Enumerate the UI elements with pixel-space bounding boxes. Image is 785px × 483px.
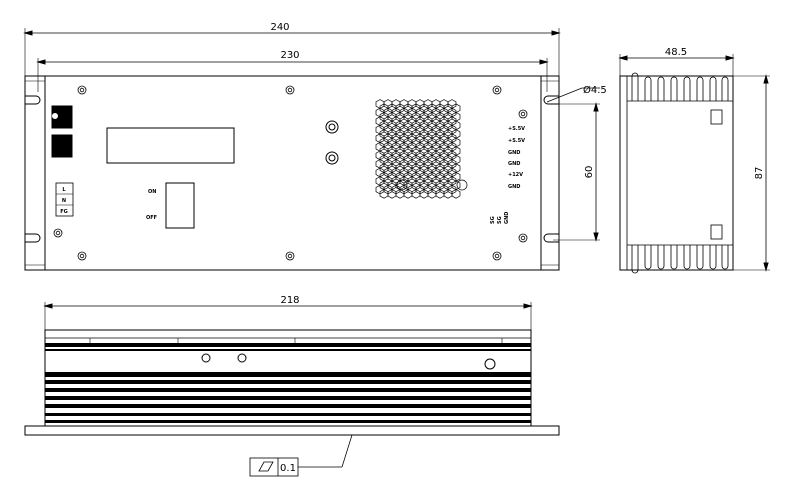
fin-band — [45, 404, 531, 408]
heatsink-fin — [683, 76, 691, 101]
fin-band — [45, 343, 531, 347]
heatsink-fin — [709, 245, 717, 270]
bottom-heatsink-fins — [45, 343, 531, 423]
fin-band — [45, 349, 531, 351]
input-label-l: L — [62, 187, 66, 193]
side-heatsink-fins-top — [631, 72, 729, 101]
dim-hole-diameter: Ø4.5 — [583, 84, 607, 96]
input-label-n: N — [62, 198, 66, 204]
switch-on-label: ON — [148, 189, 156, 195]
dim-hole-spacing: 230 — [280, 50, 299, 61]
fin-band — [45, 413, 531, 416]
bottom-hole-2 — [237, 353, 247, 363]
front-outer-frame — [24, 75, 560, 271]
heatsink-fin — [644, 76, 652, 101]
terminal-label: +S.5V — [508, 126, 525, 132]
input-terminal-box — [55, 182, 74, 217]
side-heatsink-fins-bottom — [631, 245, 729, 274]
heatsink-fin — [631, 245, 639, 274]
heatsink-fin — [721, 245, 729, 270]
slot-top-left — [25, 95, 41, 105]
dim-vertical-60: 60 — [584, 166, 595, 179]
switch-off-label: OFF — [146, 215, 157, 221]
slot-bottom-right — [543, 233, 559, 243]
terminal-label: GND — [508, 161, 520, 167]
heatsink-fin — [696, 76, 704, 101]
fin-band — [45, 380, 531, 384]
fin-band — [45, 396, 531, 400]
connector-block-top — [51, 105, 73, 129]
flatness-icon — [258, 461, 274, 472]
terminal-label: GND — [508, 184, 520, 190]
terminal-label-vertical: SG — [497, 216, 503, 224]
front-panel — [44, 75, 542, 271]
vertical-terminal-labels: SG SG GND — [490, 212, 510, 224]
heatsink-fin — [670, 76, 678, 101]
heatsink-fin — [644, 245, 652, 270]
power-switch — [165, 182, 195, 229]
input-label-fg: FG — [60, 209, 68, 215]
heatsink-fin — [657, 76, 665, 101]
screw-heads — [53, 85, 528, 261]
flatness-tolerance: 0.1 — [280, 463, 296, 474]
terminal-label: +12V — [508, 172, 523, 178]
bottom-base-plate — [24, 425, 560, 436]
dim-side-depth: 48.5 — [665, 47, 687, 58]
honeycomb-vent — [375, 99, 461, 199]
slot-bottom-left — [25, 233, 41, 243]
terminal-label: +S.5V — [508, 138, 525, 144]
bottom-view — [24, 302, 560, 477]
heatsink-fin — [657, 245, 665, 270]
display-window — [106, 127, 235, 164]
fin-band — [45, 388, 531, 392]
heatsink-fin — [683, 245, 691, 270]
fin-band — [45, 372, 531, 377]
adjust-knob-2 — [325, 151, 339, 165]
heatsink-fin — [631, 72, 639, 101]
slot-top-right — [543, 95, 559, 105]
heatsink-fin — [709, 76, 717, 101]
vent-hole — [451, 189, 461, 199]
terminal-label: GND — [508, 150, 520, 156]
fin-band — [45, 420, 531, 423]
heatsink-fin — [696, 245, 704, 270]
bottom-hole-3 — [484, 358, 496, 370]
output-terminal-labels: +S.5V +S.5V GND GND +12V GND — [508, 126, 525, 190]
adjust-knob-1 — [325, 120, 339, 134]
side-body — [619, 75, 734, 271]
bottom-hole-1 — [201, 353, 211, 363]
heatsink-fin — [670, 245, 678, 270]
dim-overall-width: 240 — [270, 22, 289, 33]
terminal-label-vertical: GND — [504, 212, 510, 224]
dim-side-height: 87 — [754, 167, 765, 180]
heatsink-fin — [721, 76, 729, 101]
connector-block-bottom — [51, 134, 73, 158]
flatness-frame — [249, 457, 299, 477]
front-view — [23, 28, 600, 271]
side-view — [618, 54, 770, 274]
dim-bottom-length: 218 — [280, 295, 299, 306]
terminal-label-vertical: SG — [490, 216, 496, 224]
